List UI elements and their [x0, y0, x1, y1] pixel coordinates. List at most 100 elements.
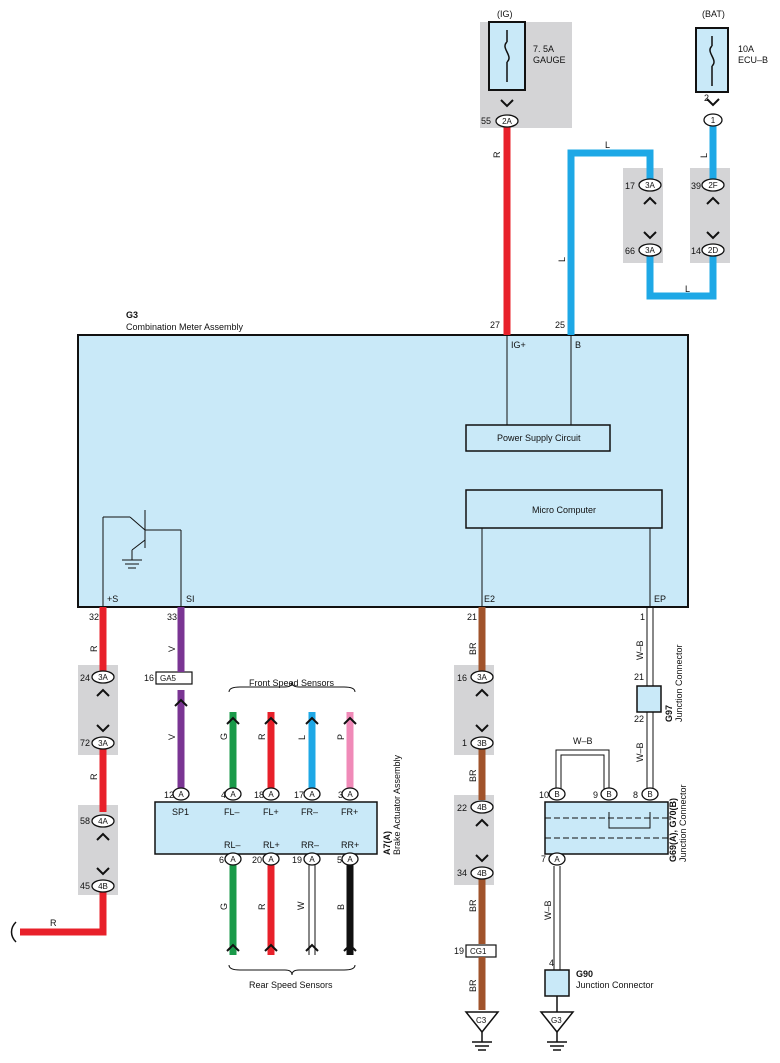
rl-plus-term: RL+	[263, 840, 280, 850]
j2f-pin: 39	[691, 181, 701, 191]
wire-label-w-rear: W	[296, 901, 306, 910]
connector-pill: 3A	[91, 670, 115, 684]
g69-p10: 10	[539, 790, 549, 800]
cg1-label: CG1	[470, 947, 487, 956]
fr-minus-pin: 17	[294, 790, 304, 800]
terminal-chevron	[475, 818, 489, 827]
connector-pill: 4B	[91, 879, 115, 893]
white-wires	[308, 607, 654, 970]
svg-text:3A: 3A	[98, 739, 108, 748]
svg-text:2F: 2F	[708, 181, 717, 190]
wire-break	[10, 921, 17, 943]
svg-text:A: A	[309, 790, 315, 799]
rl-minus-term: RL–	[224, 840, 241, 850]
fr-plus-pin: 3	[338, 790, 343, 800]
ig-fuse-rating: 7. 5A	[533, 44, 554, 54]
g90-box	[544, 969, 570, 997]
wire-label-r-front: R	[257, 733, 267, 740]
connector-pill: 3A	[470, 670, 494, 684]
wire-label-br-1: BR	[468, 642, 478, 655]
bat-fuse-element	[709, 36, 715, 86]
wire-label-l1: L	[605, 140, 610, 150]
rr-plus-term: RR+	[341, 840, 359, 850]
terminal-chevron	[264, 943, 278, 952]
terminal-chevron	[475, 688, 489, 697]
g69-name: Junction Connector	[678, 784, 688, 862]
ig-fuse-element	[504, 30, 510, 82]
terminal-chevron	[305, 943, 319, 952]
terminal-chevron	[226, 716, 240, 725]
actuator-code: A7(A)	[382, 831, 392, 855]
svg-text:2A: 2A	[502, 117, 512, 126]
wire-label-wb-1: W–B	[635, 640, 645, 660]
connector-pill: B	[600, 787, 618, 801]
internal-lines	[102, 335, 651, 607]
terminal-chevron	[643, 196, 657, 205]
connector-pill: A	[262, 852, 280, 866]
wire-label-r-rear: R	[257, 903, 267, 910]
svg-text:3A: 3A	[98, 673, 108, 682]
rr-plus-pin: 5	[337, 855, 342, 865]
pin-21: 21	[467, 612, 477, 622]
wire-label-l2: L	[685, 284, 690, 294]
connector-pill: 3A	[638, 243, 662, 257]
connector-pill: B	[548, 787, 566, 801]
brake-actuator-box	[154, 801, 378, 855]
ig-plus-term: IG+	[511, 340, 526, 350]
connector-pill: A	[262, 787, 280, 801]
connector-pill: 4B	[470, 800, 494, 814]
j3a-top-pin: 17	[625, 181, 635, 191]
wire-label-v-1: V	[167, 646, 177, 652]
connector-pill: A	[341, 787, 359, 801]
terminal-chevron	[96, 832, 110, 841]
wire-label-l-bat: L	[699, 153, 709, 158]
wire-label-v-2: V	[167, 734, 177, 740]
g69-p7: 7	[541, 854, 546, 864]
wire-label-r-2: R	[89, 773, 99, 780]
svg-text:A: A	[554, 855, 560, 864]
svg-text:4A: 4A	[98, 817, 108, 826]
connector-pill: A	[341, 852, 359, 866]
terminal-chevron	[500, 99, 514, 108]
connector-pill: A	[172, 787, 190, 801]
wire-label-wb-3: W–B	[543, 900, 553, 920]
front-sensors-label: Front Speed Sensors	[249, 678, 335, 688]
bat-fuse-name: ECU–B	[738, 55, 768, 65]
terminal-chevron	[174, 698, 188, 707]
svg-text:4B: 4B	[98, 882, 108, 891]
wire-label-b-rear: B	[336, 904, 346, 910]
svg-text:B: B	[647, 790, 652, 799]
wire-label-wb-loop: W–B	[573, 736, 593, 746]
connector-pill: 4A	[91, 814, 115, 828]
pin-27: 27	[490, 320, 500, 330]
svg-text:A: A	[268, 855, 274, 864]
rr-minus-pin: 19	[292, 855, 302, 865]
micro-label: Micro Computer	[532, 505, 596, 515]
wire-label-l-front: L	[297, 735, 307, 740]
svg-text:A: A	[268, 790, 274, 799]
connector-pill: 3A	[91, 736, 115, 750]
left-2-pin: 72	[80, 738, 90, 748]
terminal-chevron	[706, 231, 720, 240]
g90-code: G90	[576, 969, 593, 979]
g69-p8: 8	[633, 790, 638, 800]
g90-name: Junction Connector	[576, 980, 654, 990]
wire-label-p-front: P	[336, 734, 346, 740]
b-term: B	[575, 340, 581, 350]
svg-text:A: A	[347, 855, 353, 864]
ground-c3: C3	[476, 1016, 487, 1025]
bat-label: (BAT)	[702, 9, 725, 19]
wire-label-r-bottom: R	[50, 918, 57, 928]
terminal-chevron	[96, 867, 110, 876]
svg-text:3A: 3A	[477, 673, 487, 682]
fl-plus-pin: 18	[254, 790, 264, 800]
meter-code: G3	[126, 310, 138, 320]
connector-pill: 4B	[470, 866, 494, 880]
svg-text:B: B	[606, 790, 611, 799]
terminal-chevron	[343, 716, 357, 725]
terminal-arrows	[96, 98, 720, 952]
pin-25: 25	[555, 320, 565, 330]
wire-label-r-1: R	[89, 645, 99, 652]
terminal-chevron	[264, 716, 278, 725]
